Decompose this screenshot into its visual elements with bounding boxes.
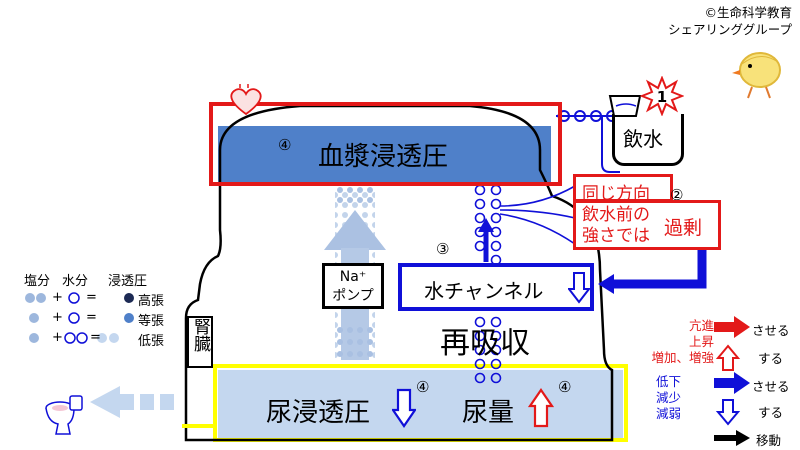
legend-row3-result: 低張 — [138, 334, 165, 349]
legend-header-salt: 塩分 — [24, 274, 51, 289]
legend-dec-line3: 減弱 — [656, 406, 682, 421]
na-pump-box: Na⁺ ポンプ — [322, 263, 384, 309]
legend-row2-result: 等張 — [138, 314, 165, 329]
na-pump-line1: Na⁺ — [339, 269, 367, 285]
same-direction-box: 同じ方向 — [573, 174, 673, 204]
heart-icon — [230, 84, 262, 116]
legend-row1-result: 高張 — [138, 294, 165, 309]
urine-band — [218, 370, 623, 438]
glass-icon — [608, 95, 642, 117]
legend-row2-eq: = — [86, 310, 97, 325]
water-channel-label: 水チャンネル — [424, 279, 544, 303]
urine-volume-label: 尿量 — [462, 398, 515, 428]
outflow-arrow — [90, 386, 174, 418]
pre-drink-box: 飲水前の 強さでは 過剰 — [573, 200, 721, 250]
toilet-icon — [45, 395, 83, 435]
excess-label: 過剰 — [664, 217, 703, 239]
legend-symbols — [25, 292, 134, 344]
legend-header-water: 水分 — [62, 274, 89, 289]
same-direction-label: 同じ方向 — [582, 184, 650, 204]
drinking-box: 飲水 — [612, 114, 684, 166]
arrow-legend: 亢進 上昇 増加、増強 させる する 低下 減少 減弱 させる する 移動 — [636, 314, 798, 448]
legend-move: 移動 — [756, 433, 782, 448]
chick-icon — [732, 52, 781, 99]
plasma-osmotic-label: 血漿浸透圧 — [318, 142, 449, 172]
urine-osmotic-down-arrow-icon — [392, 388, 416, 428]
legend-dec-cause: させる — [752, 379, 790, 394]
kidney-outline — [184, 104, 614, 442]
credit-line2: シェアリンググループ — [667, 22, 792, 37]
legend-row3-eq: = — [90, 330, 101, 345]
legend-dec-line1: 低下 — [656, 374, 682, 389]
legend-row1-plus: + — [52, 290, 63, 305]
pre-drink-label: 飲水前の 強さでは — [582, 205, 650, 247]
plasma-band — [218, 126, 551, 184]
marker-4-urine-osmotic: ④ — [416, 378, 430, 396]
legend-row1-eq: = — [86, 290, 97, 305]
legend-row2-plus: + — [52, 310, 63, 325]
legend-decrease-words: 低下 減少 減弱 — [656, 374, 681, 422]
drinking-label: 飲水 — [623, 127, 663, 151]
urine-volume-up-arrow-icon — [528, 388, 554, 428]
marker-2: ② — [670, 186, 684, 204]
reabsorption-label: 再吸収 — [440, 326, 530, 361]
water-channel-box: 水チャンネル — [398, 263, 594, 311]
legend-dec-line2: 減少 — [656, 390, 682, 405]
marker-3: ③ — [436, 240, 450, 258]
legend-inc-line3: 増加、増強 — [651, 350, 714, 365]
legend-inc-do: する — [758, 351, 784, 366]
legend-decrease-arrows — [714, 372, 750, 446]
urine-osmotic-label: 尿浸透圧 — [266, 398, 371, 428]
marker-1: 1 — [657, 88, 667, 106]
credit: ©生命科学教育 シェアリンググループ — [668, 4, 792, 38]
legend-increase-arrows — [714, 316, 750, 371]
kidney-label: 腎臓 — [190, 318, 210, 352]
marker-4-urine-volume: ④ — [558, 378, 572, 396]
legend-dec-do: する — [758, 405, 784, 420]
credit-line1: ©生命科学教育 — [704, 5, 792, 20]
na-pump-line2: ポンプ — [332, 288, 374, 304]
kidney-label-box: 腎臓 — [187, 316, 213, 368]
legend-header-osmotic: 浸透圧 — [108, 274, 148, 289]
pre-drink-line2: 強さでは — [582, 226, 650, 246]
legend-inc-line1: 亢進 — [688, 318, 714, 333]
legend-inc-line2: 上昇 — [688, 334, 714, 349]
legend-row3-plus: + — [52, 330, 63, 345]
plasma-box — [209, 102, 562, 186]
marker-4-plasma: ④ — [278, 136, 292, 154]
osmolality-legend: 塩分 水分 浸透圧 + = 高張 + = 等張 + = 低張 — [24, 270, 174, 350]
legend-inc-cause: させる — [752, 323, 790, 338]
pre-drink-line1: 飲水前の — [582, 205, 650, 225]
down-arrow-icon — [568, 272, 590, 304]
explosion-icon: 1 — [640, 76, 684, 116]
legend-increase-words: 亢進 上昇 増加、増強 — [636, 318, 714, 366]
